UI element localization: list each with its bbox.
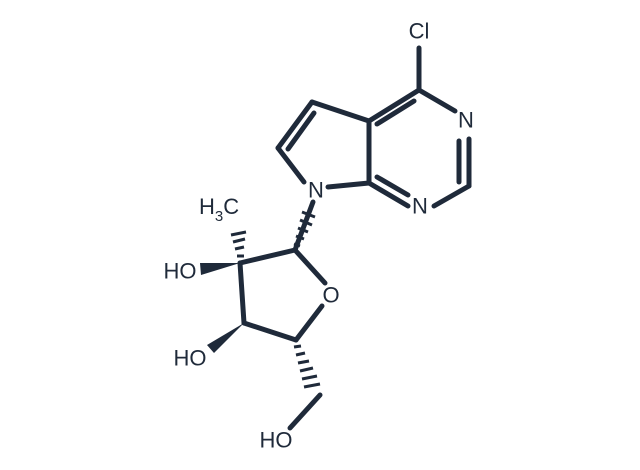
bond-n1-c7a-inner [374, 174, 411, 198]
bond-o4prime-c4prime [293, 303, 325, 343]
methyl-c: C [223, 194, 239, 219]
atom-label-n7: N [308, 178, 324, 203]
methyl-subscript: 3 [215, 208, 223, 225]
hash-c4prime-c5prime [293, 344, 321, 389]
bond-c1prime-o4prime [292, 247, 328, 286]
bond-c5-c6 [275, 99, 315, 151]
hash-c2prime-methyl [230, 230, 247, 258]
sugar-bonds [237, 199, 328, 431]
atom-label-cl: Cl [409, 19, 430, 44]
hash-c1prime-n7 [293, 210, 316, 248]
bond-c6-n7 [275, 145, 307, 185]
bond-c4-c4a [366, 87, 422, 124]
bond-c4prime-c3prime [241, 320, 299, 343]
atom-label-hydroxyl-5prime: HO [260, 428, 293, 453]
bond-c5-c6-inner [285, 110, 317, 152]
bond-c4a-c5 [309, 99, 372, 124]
bond-c3prime-c2prime [237, 260, 247, 326]
bond-c2prime-c1prime [237, 247, 298, 266]
stereo-bonds [200, 210, 321, 389]
atom-label-methyl: H3C [199, 194, 239, 225]
bond-c4-c4a-inner [374, 98, 417, 127]
bond-c2-n1 [431, 183, 472, 209]
atom-labels: Cl N N N O H3C HO HO HO [164, 19, 474, 453]
atom-label-n3: N [458, 108, 474, 133]
atom-label-hydroxyl-3prime: HO [174, 346, 207, 371]
bond-n7-c7a [325, 180, 372, 190]
wedge-c3prime-oh [207, 323, 244, 353]
bond-c4-n3 [416, 87, 458, 114]
atom-label-ring-oxygen: O [322, 283, 339, 308]
atom-label-n1: N [412, 194, 428, 219]
heterocycle-bonds [275, 45, 472, 209]
bond-n1-c7a [366, 180, 411, 209]
bond-c5prime-o5prime [287, 392, 323, 431]
wedge-c2prime-oh [200, 263, 240, 275]
atom-label-hydroxyl-2prime: HO [164, 259, 197, 284]
bond-n7-c1prime [292, 199, 316, 253]
methyl-h: H [199, 194, 215, 219]
